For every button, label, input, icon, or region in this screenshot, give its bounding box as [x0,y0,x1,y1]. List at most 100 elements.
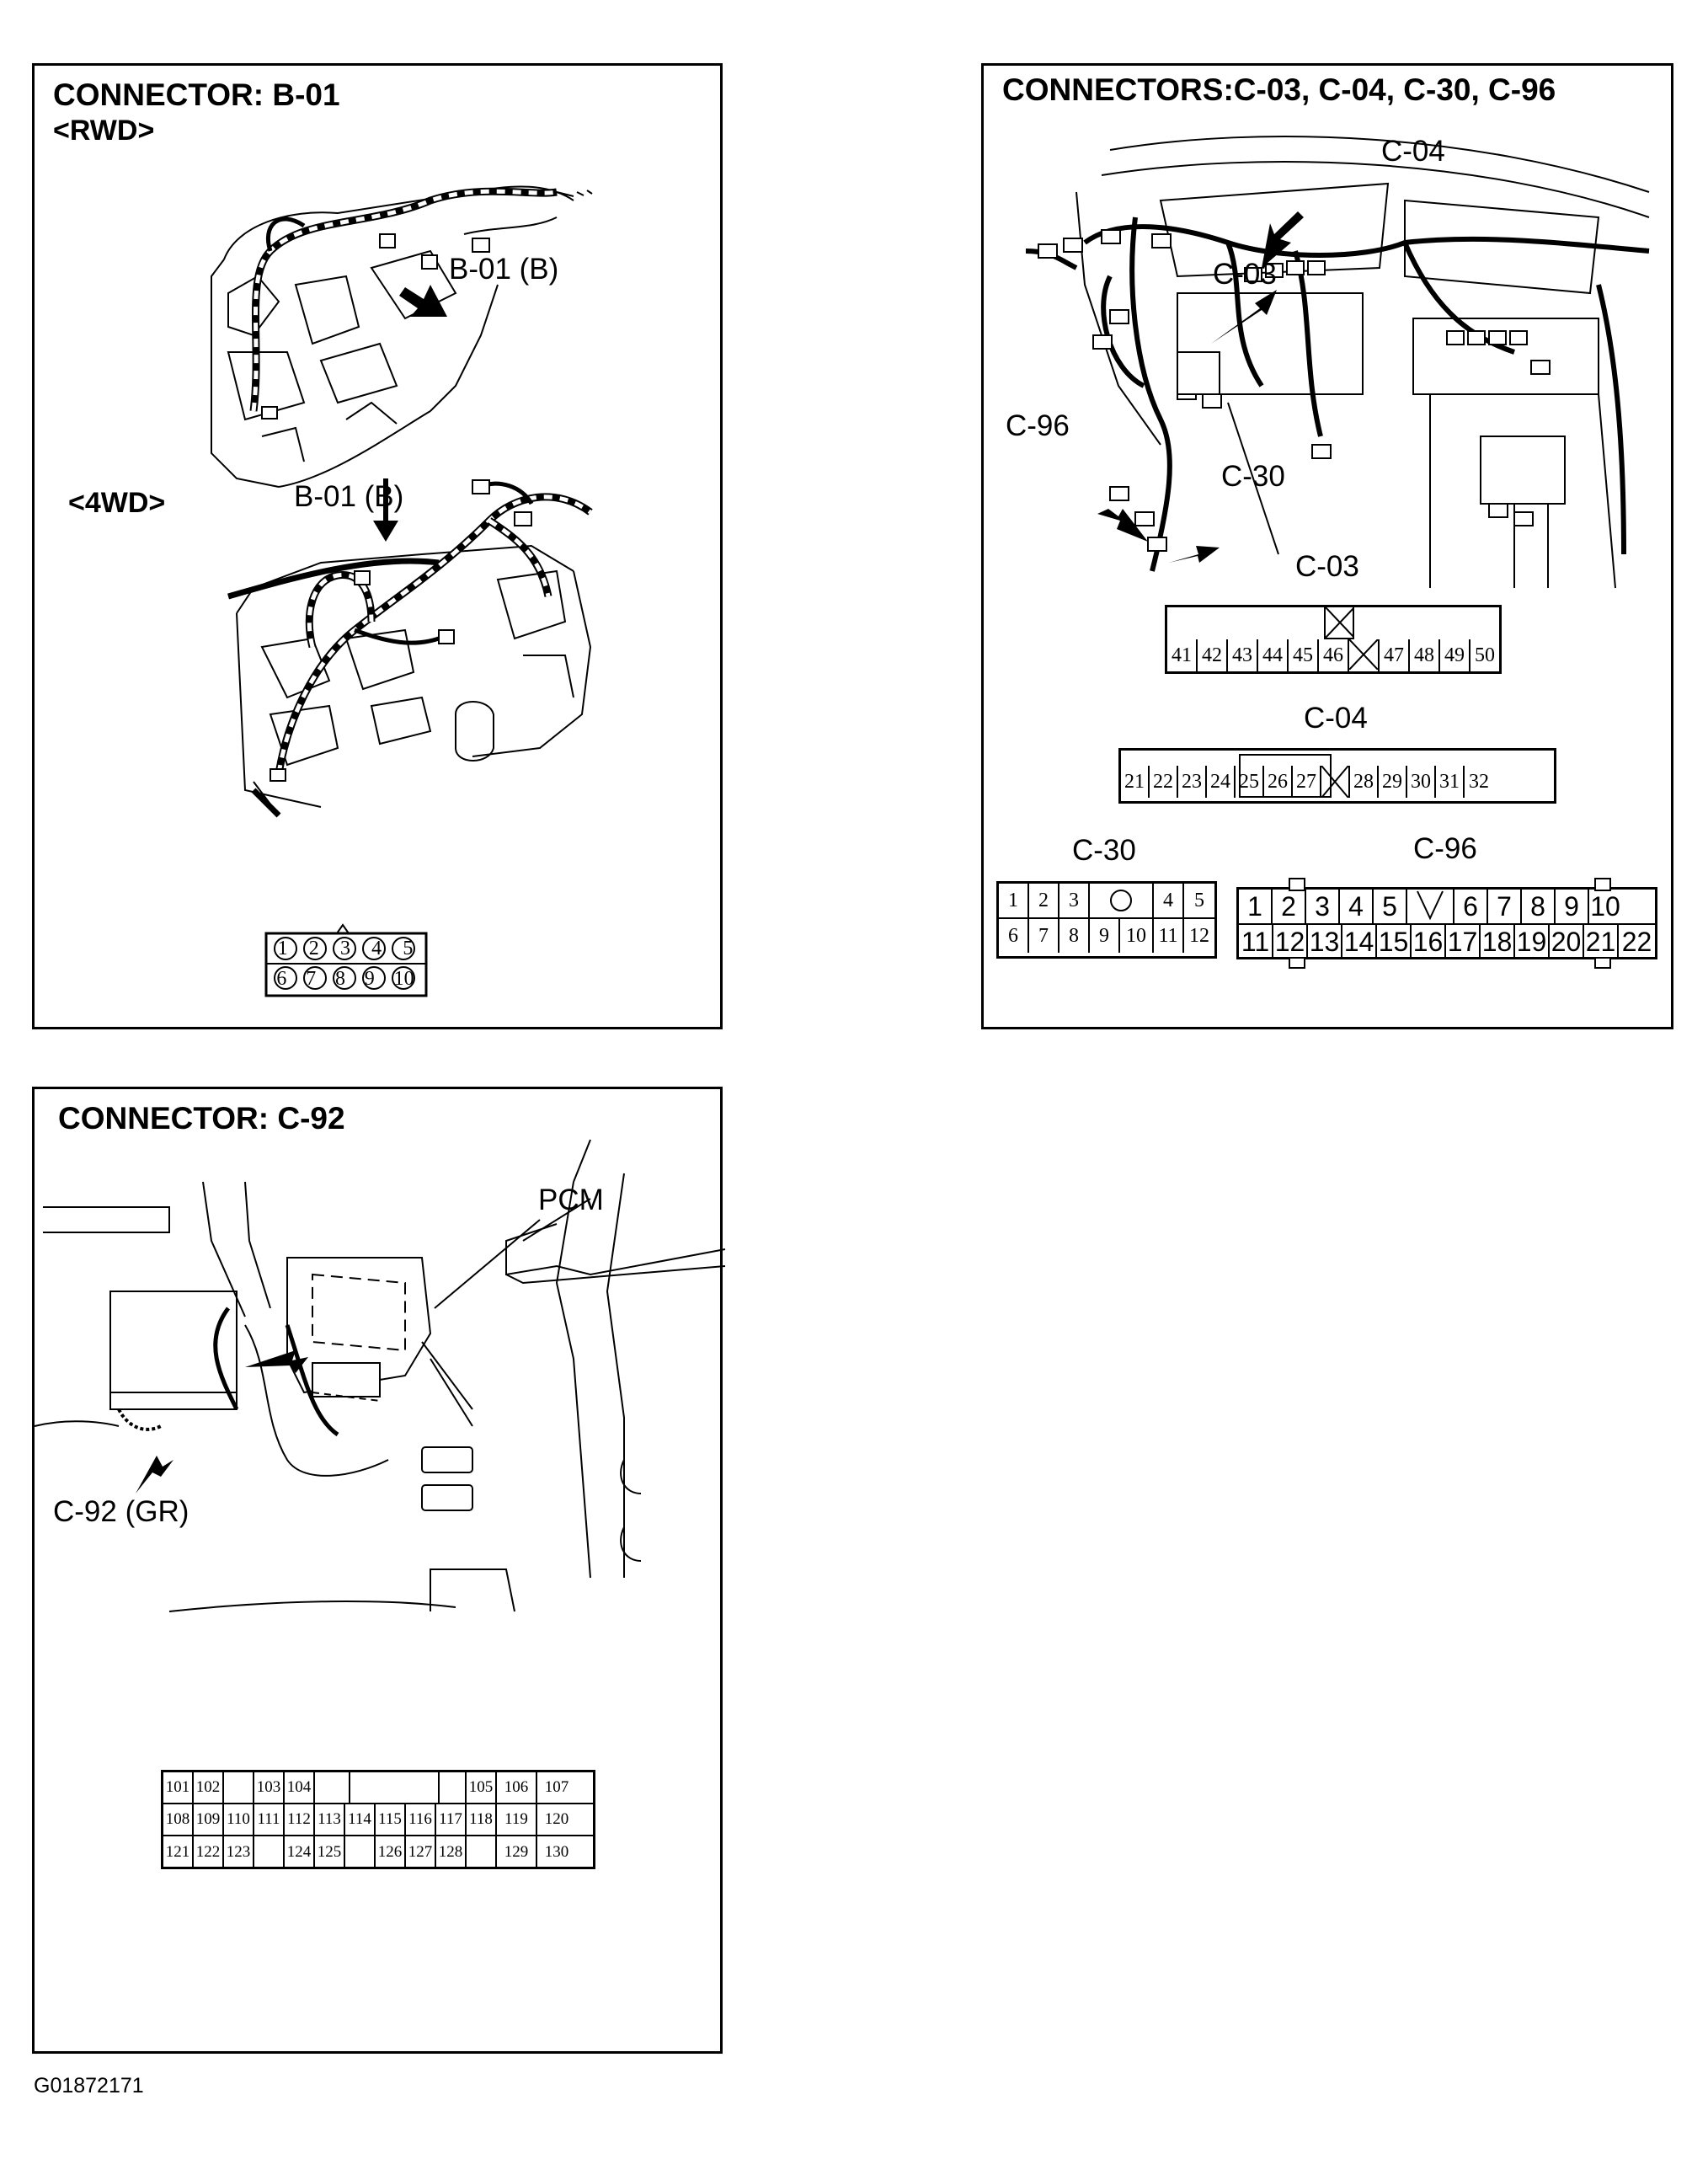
callout-c96: C-96 [1006,409,1070,442]
pin-blank [315,1772,467,1803]
pin: 111 [254,1804,285,1835]
pin: 124 [285,1836,315,1868]
pin: 8 [1059,919,1090,953]
pin-key-circle [1090,884,1154,917]
pin: 5 [403,937,414,959]
pin: 116 [406,1804,436,1835]
pin: 6 [999,919,1029,953]
pin-blank [254,1836,285,1868]
pin: 16 [1412,925,1446,959]
pin: 1 [277,937,288,959]
pin: 25 [1236,766,1264,798]
pin: 129 [497,1836,537,1868]
pin: 21 [1584,925,1619,959]
pin: 4 [1340,890,1374,923]
pin: 31 [1436,766,1465,798]
pin: 108 [163,1804,194,1835]
panel-connector-b01: CONNECTOR: B-01 <RWD> <4WD> B-01 (B [32,63,723,1029]
pin: 10 [1590,890,1620,922]
pin: 12 [1273,925,1308,959]
panel-connector-c92: CONNECTOR: C-92 [32,1087,726,2054]
pin: 103 [254,1772,285,1803]
pin: 7 [306,967,317,990]
pin: 126 [376,1836,406,1868]
pin: 43 [1228,639,1258,671]
b01-connector-face [264,923,428,997]
callout-b01-rwd: B-01 (B) [449,253,559,286]
pin: 112 [285,1804,315,1835]
callout-c04: C-04 [1381,135,1445,168]
pin: 17 [1446,925,1481,959]
pin: 46 [1319,639,1349,671]
pin: 11 [1154,919,1184,953]
callout-b01-4wd: B-01 (B) [294,480,404,513]
pin: 107 [544,1778,569,1796]
pin: 127 [406,1836,436,1868]
pin-key-v [1407,890,1454,923]
pin: 110 [224,1804,254,1835]
pin: 26 [1264,766,1293,798]
pin: 18 [1481,925,1515,959]
pin: 9 [364,967,375,990]
pin: 13 [1308,925,1342,959]
pin: 130 [544,1843,569,1861]
pin: 19 [1515,925,1550,959]
4wd-transmission-illustration [227,478,593,818]
pin: 118 [467,1804,497,1835]
pin: 14 [1342,925,1377,959]
pin: 6 [1454,890,1488,923]
figure-id: G01872171 [34,2074,144,2098]
pin: 41 [1167,639,1198,671]
pin: 109 [194,1804,224,1835]
c04-label: C-04 [1304,702,1368,735]
pin: 3 [1306,890,1340,923]
pin: 3 [339,937,350,959]
pin: 102 [194,1772,224,1803]
pin: 3 [1059,884,1090,917]
pin: 30 [1407,766,1436,798]
b01-pin-labels: 1 2 3 4 5 6 7 8 9 10 [267,933,424,994]
dashboard-harness-illustration [1025,136,1650,589]
c96-lock-tab [1594,957,1611,969]
pcm-label: PCM [538,1184,604,1216]
pin: 104 [285,1772,315,1803]
pin: 1 [1239,890,1273,923]
c92-connector-face: 101 102 103 104 105 106 107 108 109 110 … [161,1770,595,1869]
pin: 128 [436,1836,467,1868]
c03-connector-face: 41 42 43 44 45 46 47 48 49 50 [1165,605,1502,674]
pin: 2 [1273,890,1306,923]
pin: 8 [1522,890,1556,923]
pin: 44 [1258,639,1289,671]
pin: 125 [315,1836,345,1868]
pin: 122 [194,1836,224,1868]
pin: 4 [371,937,382,959]
callout-c92: C-92 (GR) [53,1495,189,1528]
pin: 22 [1150,766,1178,798]
pin: 21 [1121,766,1150,798]
pin: 9 [1090,919,1120,953]
rwd-transmission-illustration [211,185,593,488]
pin: 120 [544,1810,569,1828]
pin: 12 [1189,924,1209,947]
pin-blank [224,1772,254,1803]
pin-blank [467,1836,497,1868]
pin-blank [1321,766,1350,798]
pin: 4 [1154,884,1184,917]
pin: 24 [1207,766,1236,798]
pin: 115 [376,1804,406,1835]
callout-c03: C-03 [1213,258,1277,291]
pin: 49 [1440,639,1470,671]
pin: 42 [1198,639,1228,671]
c96-connector-face: 1 2 3 4 5 6 7 8 9 10 11 12 13 14 15 16 1… [1236,887,1657,959]
pin: 50 [1475,644,1495,666]
pin: 9 [1556,890,1589,923]
c30-connector-face: 1 2 3 4 5 6 7 8 9 10 11 12 [996,881,1217,959]
pin: 32 [1469,770,1489,793]
pin: 2 [1029,884,1059,917]
c96-lock-tab [1289,878,1305,891]
pin: 10 [393,967,414,990]
pin: 23 [1178,766,1207,798]
pin: 20 [1550,925,1584,959]
pin: 106 [497,1772,537,1803]
pin: 5 [1194,889,1204,911]
